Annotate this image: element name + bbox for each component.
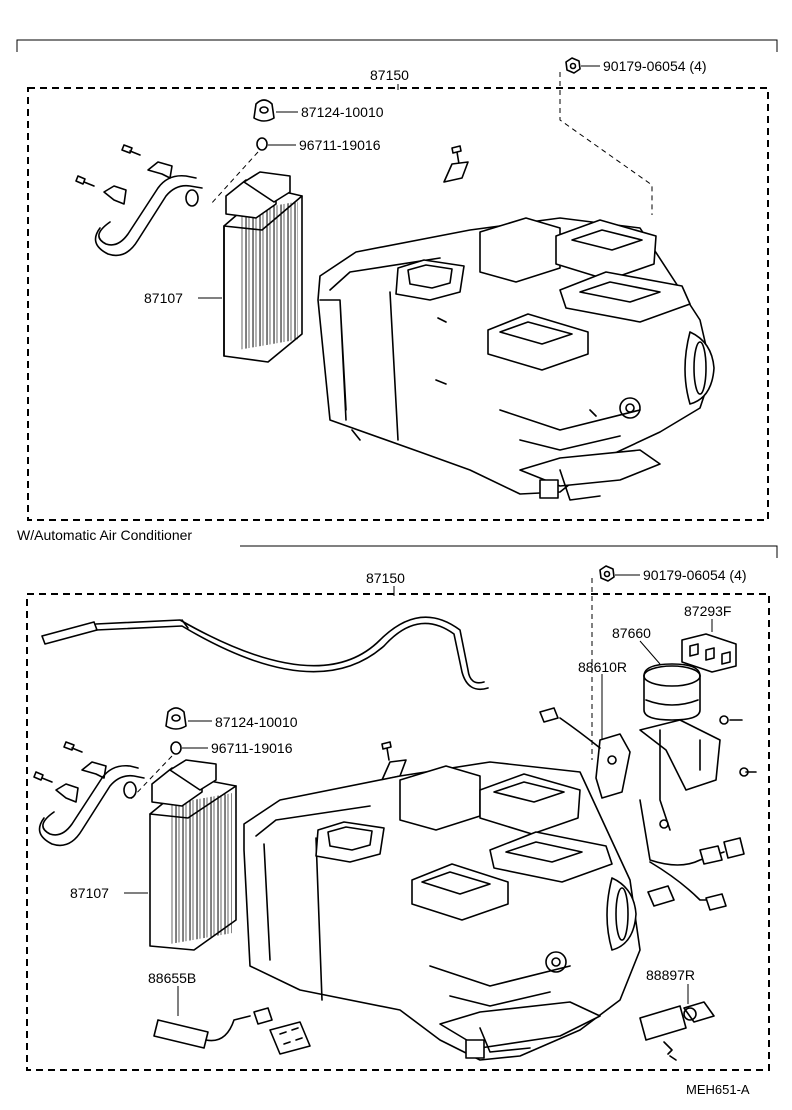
top-nut-icon [565, 57, 581, 74]
bottom-connector-label: 87293F [684, 603, 731, 619]
top-clip-icon [103, 185, 127, 205]
top-section: 87150 90179-06054 (4) 87124-10010 96711-… [16, 39, 778, 521]
top-screw-icon [121, 144, 141, 156]
bottom-clip-icon [81, 761, 107, 779]
bottom-grommet-icon [165, 707, 187, 730]
bottom-temp-sensor-icon [153, 1007, 311, 1055]
bottom-connector-icon [681, 633, 737, 673]
bottom-nut-label: 90179-06054 (4) [643, 567, 747, 583]
top-assembly-box [27, 87, 769, 521]
bottom-screw-icon [381, 741, 392, 761]
top-screw-icon [75, 175, 95, 187]
top-heater-core-label: 87107 [144, 290, 183, 306]
bottom-section: 87150 90179-06054 (4) 87124-10010 96711-… [26, 565, 770, 1071]
top-clip-icon [147, 161, 173, 179]
top-clip-icon [443, 161, 469, 183]
bottom-servo-motor-icon [639, 663, 757, 831]
top-grommet-icon [253, 99, 275, 122]
bottom-sensor-label: 88655B [148, 970, 196, 986]
top-screw-icon [451, 145, 462, 165]
bottom-clip-icon [55, 783, 79, 803]
bottom-oring-icon [170, 741, 182, 755]
top-heater-hose-icon [94, 174, 203, 257]
bottom-bracket-icon [539, 707, 631, 799]
top-assembly-label: 87150 [370, 67, 409, 83]
bottom-heater-unit-icon [243, 761, 641, 1061]
bottom-grommet-label: 87124-10010 [215, 714, 298, 730]
bottom-screw-icon [33, 771, 53, 783]
bottom-nut-icon [599, 565, 615, 582]
top-nut-label: 90179-06054 (4) [603, 58, 707, 74]
bottom-frame-line [240, 545, 778, 558]
top-frame-line [16, 39, 778, 52]
bottom-wiring-harness-icon [639, 799, 745, 911]
top-grommet-label: 87124-10010 [301, 104, 384, 120]
bottom-heater-core-icon [149, 759, 237, 951]
bottom-heater-hose-icon [38, 764, 145, 847]
bottom-aspirator-label: 88897R [646, 967, 695, 983]
footer-code: MEH651-A [686, 1082, 750, 1097]
bottom-servo-label: 87660 [612, 625, 651, 641]
bottom-screw-icon [63, 741, 83, 753]
top-oring-label: 96711-19016 [299, 137, 381, 153]
bottom-bracket-label: 88610R [578, 659, 627, 675]
top-heater-unit-icon [317, 217, 715, 501]
bottom-assembly-box [26, 593, 770, 1071]
bottom-assembly-label: 87150 [366, 570, 405, 586]
section-title: W/Automatic Air Conditioner [17, 527, 192, 543]
bottom-heater-core-label: 87107 [70, 885, 109, 901]
bottom-aspirator-hose-icon [41, 616, 489, 691]
top-heater-core-icon [223, 171, 303, 363]
bottom-oring-label: 96711-19016 [211, 740, 293, 756]
bottom-aspirator-icon [639, 1001, 715, 1061]
top-oring-icon [256, 137, 268, 151]
